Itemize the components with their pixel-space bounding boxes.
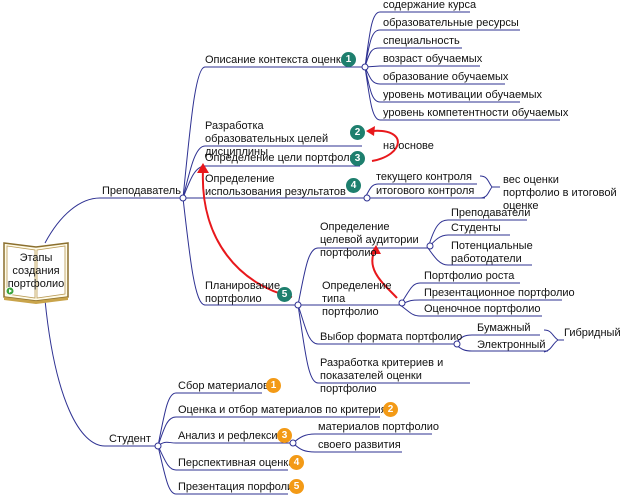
presentation-label: Презентация порфолио	[178, 481, 300, 493]
junction-analysis	[289, 439, 297, 447]
junction-student	[154, 442, 162, 450]
junction-usage	[363, 194, 371, 202]
junction-teacher	[179, 194, 187, 202]
context-item-2: образовательные ресурсы	[383, 17, 519, 29]
context-badge: 1	[341, 52, 356, 67]
audience-item-3: Потенциальные работодатели	[451, 240, 533, 265]
connector-teacher-purpose	[182, 165, 360, 199]
audience-label: Определение целевой аудитории портфолио	[320, 221, 419, 259]
context-item-4: возраст обучаемых	[383, 53, 483, 65]
arrowhead-goals	[366, 126, 375, 136]
planning-label: Планирование портфолио	[205, 280, 281, 305]
goals-label: Разработка образовательных целей дисципл…	[205, 120, 329, 158]
arrow-type-to-audience	[371, 249, 398, 299]
analysis-label: Анализ и рефлексия	[178, 430, 284, 442]
arrowhead-purpose	[197, 163, 209, 173]
context-label: Описание контекста оценки	[205, 54, 347, 66]
connector-planning-criteria	[297, 304, 470, 384]
perspective-label: Перспективная оценка	[178, 457, 295, 469]
presentation-badge: 5	[289, 479, 304, 494]
usage-note: вес оценки портфолио в итоговой оценке	[503, 174, 617, 212]
evaluate-label: Оценка и отбор материалов по критериям	[178, 404, 395, 416]
format-item-2: Электронный	[477, 339, 546, 351]
planning-badge: 5	[277, 287, 292, 302]
goals-badge: 2	[350, 125, 365, 140]
arrow-purpose-to-goals	[371, 129, 399, 162]
purpose-label: Определение цели портфолио	[205, 152, 362, 164]
student-label: Студент	[109, 433, 151, 445]
analysis-badge: 3	[277, 428, 292, 443]
perspective-badge: 4	[289, 455, 304, 470]
connector-planning-audience	[297, 247, 428, 306]
junction-type	[398, 299, 406, 307]
root-label: Этапы создания портфолио	[7, 252, 65, 290]
criteria-label: Разработка критериев и показателей оценк…	[320, 357, 444, 395]
context-item-6: уровень мотивации обучаемых	[383, 89, 543, 101]
format-hybrid: Гибридный	[564, 327, 620, 339]
evaluate-badge: 2	[383, 402, 398, 417]
audience-item-2: Студенты	[451, 222, 501, 234]
connector-teacher-context	[182, 66, 362, 199]
connector-teacher-planning	[182, 197, 298, 306]
context-item-3: специальность	[383, 35, 460, 47]
format-label: Выбор формата портфолио	[320, 331, 463, 343]
type-item-2: Презентационное портфолио	[424, 287, 575, 299]
context-item-5: образование обучаемых	[383, 71, 509, 83]
usage-label: Определение использования результатов	[205, 173, 346, 198]
context-item-1: содержание курса	[383, 0, 477, 11]
connector-student-perspective	[157, 445, 288, 471]
usage-item-2: итогового контроля	[376, 185, 475, 197]
connector-student-presentation	[157, 445, 288, 495]
connector-planning-format	[297, 304, 455, 345]
type-item-1: Портфолио роста	[424, 270, 515, 282]
analysis-item-1: материалов портфолио	[318, 421, 440, 433]
arrowhead-audience	[370, 245, 381, 254]
junction-context	[361, 63, 369, 71]
analysis-item-2: своего развития	[318, 439, 401, 451]
usage-badge: 4	[346, 178, 361, 193]
junction-planning	[294, 301, 302, 309]
usage-item-1: текущего контроля	[376, 171, 472, 183]
purpose-badge: 3	[350, 151, 365, 166]
format-bracket	[543, 329, 564, 353]
collect-label: Сбор материалов	[178, 380, 269, 392]
collect-badge: 1	[266, 378, 281, 393]
connector-student-evaluate	[157, 416, 380, 447]
connector-root-student	[44, 299, 155, 447]
connector-root-teacher	[44, 197, 180, 244]
connector-student-collect	[157, 392, 262, 447]
usage-bracket	[479, 175, 500, 199]
connector-context-items	[364, 11, 560, 121]
audience-item-1: Преподаватели	[451, 207, 531, 219]
connector-teacher-goals	[182, 145, 362, 199]
arrow-planning-to-purpose	[201, 169, 293, 298]
context-item-7: уровень компетентности обучаемых	[383, 107, 569, 119]
book-icon	[3, 242, 69, 304]
junction-format	[453, 340, 461, 348]
type-label: Определение типа портфолио	[322, 280, 392, 318]
teacher-label: Преподаватель	[102, 185, 181, 197]
junction-audience	[426, 242, 434, 250]
format-item-1: Бумажный	[477, 322, 531, 334]
based-on-label: на основе	[383, 140, 434, 152]
type-item-3: Оценочное портфолио	[424, 303, 541, 315]
